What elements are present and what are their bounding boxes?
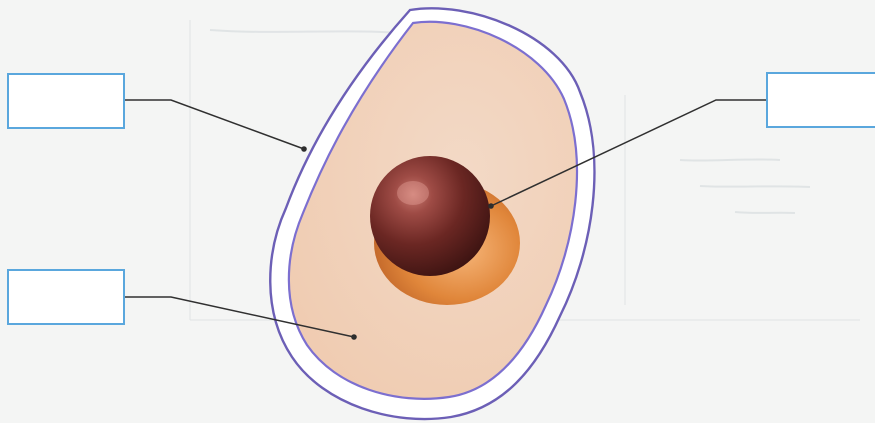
label-box-left-top[interactable] (7, 73, 125, 129)
label-box-left-bottom[interactable] (7, 269, 125, 325)
label-box-right-top[interactable] (766, 72, 875, 128)
nucleus-highlight (397, 181, 429, 205)
leader-line-membrane (124, 100, 304, 149)
cell (270, 8, 594, 419)
nucleus-core (370, 156, 490, 276)
